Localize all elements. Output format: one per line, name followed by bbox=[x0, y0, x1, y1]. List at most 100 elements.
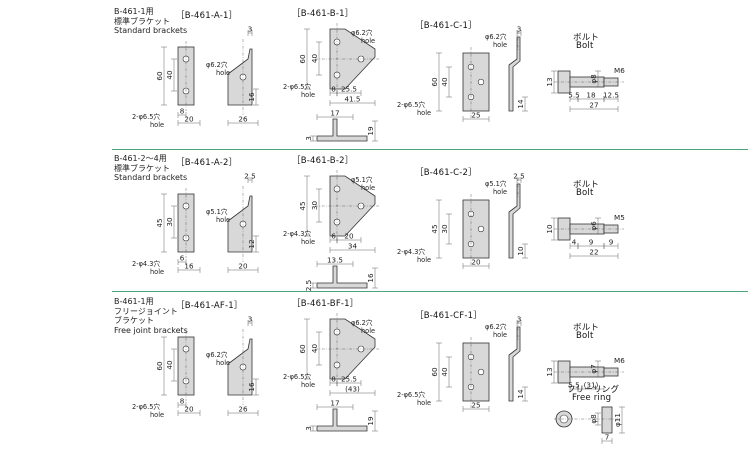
bolt-dim-c-label: 12.5 bbox=[603, 91, 619, 100]
bracket-b-holes-en: hole bbox=[301, 381, 315, 389]
bracket-b-height-label: 60 bbox=[298, 344, 307, 354]
bracket-c-title-3: ［B-461-CF-1］ bbox=[415, 311, 482, 321]
bracket-b-pitch-label: 20 bbox=[344, 232, 354, 241]
bracket-b-holes-en: hole bbox=[301, 238, 315, 246]
bracket-a-holes-en: hole bbox=[150, 121, 164, 129]
bracket-b-holes-jp: 2-φ6.5穴 bbox=[283, 82, 311, 91]
bracket-c-side-view bbox=[508, 36, 521, 112]
bracket-b-hole-en: hole bbox=[361, 327, 375, 335]
bracket-c-thickness-label: 3 bbox=[517, 315, 522, 324]
ring-title-jp: フリーリング bbox=[567, 385, 620, 395]
bracket-a-title-1: ［B-461-A-1］ bbox=[176, 11, 238, 21]
bolt-title-en-2: Bolt bbox=[576, 188, 594, 198]
bracket-c-thickness-label: 2.5 bbox=[513, 172, 524, 181]
bracket-b-hole-jp: φ6.2穴 bbox=[351, 318, 373, 327]
bracket-b-total-label: 41.5 bbox=[344, 95, 360, 104]
bracket-c-holes-en: hole bbox=[417, 109, 431, 117]
bracket-c-plate bbox=[462, 52, 490, 112]
bolt-total-label: 27 bbox=[589, 101, 598, 110]
bracket-b-side-thick-label: 2.5 bbox=[304, 280, 313, 291]
bracket-c-depth-label: 14 bbox=[516, 389, 525, 399]
bracket-c-side-view bbox=[508, 326, 521, 402]
section-label-3: B-461-1用 フリージョイント ブラケット Free joint brack… bbox=[114, 297, 188, 335]
bracket-a-holes-en: hole bbox=[150, 268, 164, 276]
bracket-c-holes-jp: 2-φ6.5穴 bbox=[397, 100, 425, 109]
bolt-shank-dia-label: φ7 bbox=[589, 364, 598, 373]
section-divider-2 bbox=[112, 291, 748, 292]
bracket-b-holes-en: hole bbox=[301, 91, 315, 99]
section-label-2: B-461-2〜4用 標準ブラケット Standard brackets bbox=[114, 154, 188, 182]
bracket-a-hole-jp: φ6.2穴 bbox=[206, 60, 228, 69]
bracket-c-height-label: 60 bbox=[430, 77, 439, 87]
bracket-b-pitch-label: 25.5 bbox=[341, 375, 357, 384]
bracket-b-side-height-label: 19 bbox=[366, 416, 375, 426]
bracket-c-hole-pitch-label: 40 bbox=[440, 367, 449, 377]
bracket-b-hole-pitch-label: 30 bbox=[310, 201, 319, 211]
bracket-b-title-1: ［B-461-B-1］ bbox=[292, 9, 354, 19]
bracket-c-plate bbox=[462, 342, 490, 402]
bracket-a-height-label: 45 bbox=[155, 218, 164, 227]
bracket-b-side-view bbox=[316, 265, 368, 289]
bracket-c-holes-en: hole bbox=[417, 256, 431, 264]
bracket-b-pitch-label: 25.5 bbox=[341, 85, 357, 94]
bracket-b-side-height-label: 19 bbox=[366, 126, 375, 136]
bracket-c-plate bbox=[462, 199, 490, 259]
bolt-dim-a-label: 5.5 bbox=[568, 91, 579, 100]
bracket-a-thickness-label: 3 bbox=[248, 25, 253, 34]
bolt-title-jp-1: ボルト bbox=[573, 33, 600, 43]
bolt-title-en-3: Bolt bbox=[576, 331, 594, 341]
bracket-a-hole-en: hole bbox=[216, 359, 230, 367]
bracket-c-hole-3 bbox=[477, 225, 485, 233]
bracket-c-hole-en: hole bbox=[493, 188, 507, 196]
bracket-a-width-label: 16 bbox=[184, 262, 194, 271]
bolt-dim-a-label: 4 bbox=[572, 238, 577, 247]
bracket-b-total-label: (43) bbox=[345, 385, 360, 394]
bracket-c-hole-pitch-label: 40 bbox=[440, 77, 449, 87]
bracket-c-holes-jp: 2-φ6.5穴 bbox=[397, 390, 425, 399]
bracket-b-hole-pitch-label: 40 bbox=[310, 54, 319, 64]
bracket-a-edge-label: 6 bbox=[180, 254, 185, 263]
bracket-a-total-label: 26 bbox=[238, 405, 248, 414]
bracket-a-hole-pitch-label: 40 bbox=[165, 70, 174, 80]
section-divider-1 bbox=[112, 149, 748, 150]
bolt-shank-dia-label: φ8 bbox=[589, 74, 598, 84]
bolt-shank-dia-label: φ6 bbox=[589, 221, 598, 231]
bracket-a-edge-label: 8 bbox=[180, 107, 185, 116]
bracket-c-hole-jp: φ6.2穴 bbox=[485, 32, 507, 41]
bracket-b-plate bbox=[329, 318, 376, 380]
bracket-b-height-label: 45 bbox=[298, 201, 307, 210]
bracket-c-depth-label: 10 bbox=[516, 246, 525, 256]
bracket-b-plate bbox=[329, 175, 376, 237]
bracket-b-hole-pitch-label: 40 bbox=[310, 344, 319, 354]
bracket-a-depth-label: 12 bbox=[247, 239, 256, 248]
bracket-c-holes-en: hole bbox=[417, 399, 431, 407]
bracket-a-hole-pitch-label: 30 bbox=[165, 217, 174, 227]
bracket-a-height-label: 60 bbox=[155, 361, 164, 371]
bracket-a-width-label: 20 bbox=[184, 405, 194, 414]
bracket-c-hole-jp: φ6.2穴 bbox=[485, 322, 507, 331]
bracket-a-thickness-label: 3 bbox=[248, 315, 253, 324]
section-label-1: B-461-1用 標準ブラケット Standard brackets bbox=[114, 7, 188, 35]
bolt-title-jp-3: ボルト bbox=[573, 323, 600, 333]
bolt-total-label: 22 bbox=[589, 248, 598, 257]
bracket-c-hole-3 bbox=[477, 78, 485, 86]
bracket-c-height-label: 60 bbox=[430, 367, 439, 377]
bracket-a-hole-en: hole bbox=[216, 69, 230, 77]
bracket-a-holes-en: hole bbox=[150, 411, 164, 419]
bracket-b-side-top-label: 17 bbox=[330, 109, 339, 118]
bracket-a-thickness-label: 2.5 bbox=[244, 172, 255, 181]
bolt-dim-b-label: (31) bbox=[584, 381, 599, 390]
bracket-b-edge-label: 8 bbox=[331, 85, 336, 94]
bolt-dim-b-label: 18 bbox=[586, 91, 596, 100]
bracket-a-hole-en: hole bbox=[216, 216, 230, 224]
